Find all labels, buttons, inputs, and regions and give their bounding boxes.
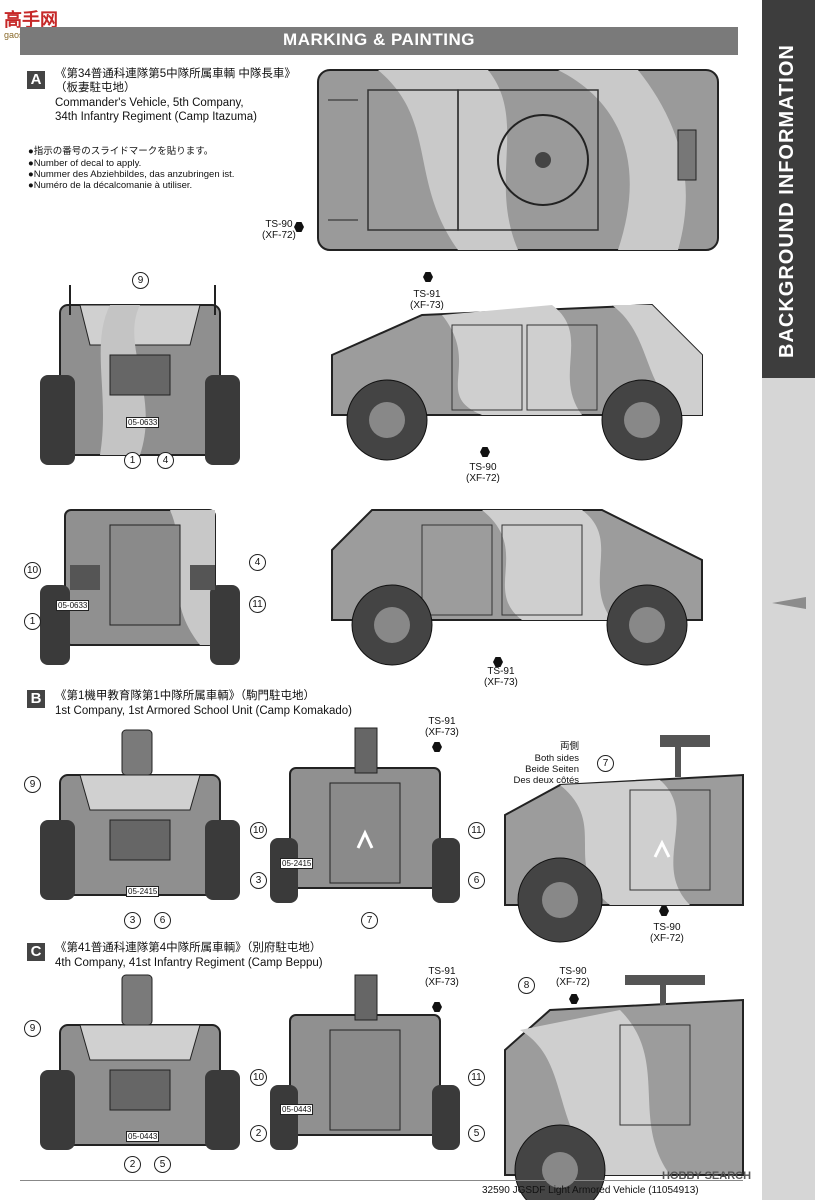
decal-number: 7 bbox=[361, 912, 378, 929]
both-sides-en: Both sides bbox=[534, 753, 579, 764]
color-callout-a4: TS-91(XF-73) bbox=[484, 666, 518, 688]
decal-number: 11 bbox=[468, 1069, 485, 1086]
decal-number: 2 bbox=[250, 1125, 267, 1142]
decal-number: 10 bbox=[24, 562, 41, 579]
sidebar-title: BACKGROUND INFORMATION bbox=[776, 44, 798, 358]
vehicle-c-side-view bbox=[504, 975, 744, 1200]
vehicle-b-rear-view bbox=[270, 727, 460, 903]
section-c-jp-title: 《第41普通科連隊第4中隊所属車輌》（別府駐屯地） bbox=[55, 942, 322, 954]
color-callout-c1: TS-91(XF-73) bbox=[425, 966, 459, 988]
note-fr: ●Numéro de la décalcomanie à utiliser. bbox=[28, 180, 193, 191]
vehicle-a-side-view-right bbox=[331, 509, 703, 666]
decal-number: 6 bbox=[154, 912, 171, 929]
paint-marker-icon bbox=[432, 742, 442, 752]
color-callout-a1: TS-90(XF-72) bbox=[262, 219, 296, 241]
decal-number: 4 bbox=[157, 452, 174, 469]
decal-number: 3 bbox=[124, 912, 141, 929]
decal-number: 1 bbox=[24, 613, 41, 630]
section-b-jp-title: 《第1機甲教育隊第1中隊所属車輌》（駒門駐屯地） bbox=[55, 690, 316, 702]
section-b-badge: B bbox=[27, 690, 45, 708]
license-plate: 05-0633 bbox=[56, 600, 90, 611]
color-callout-b1: TS-91(XF-73) bbox=[425, 716, 459, 738]
page-title: MARKING & PAINTING bbox=[283, 30, 475, 49]
license-plate: 05-2415 bbox=[126, 886, 160, 897]
paint-marker-icon bbox=[432, 1002, 442, 1012]
decal-number: 1 bbox=[124, 452, 141, 469]
sidebar-title-block bbox=[762, 0, 815, 378]
decal-number: 11 bbox=[249, 596, 266, 613]
section-a-jp-title: 《第34普通科連隊第5中隊所属車輌 中隊長車》 bbox=[55, 68, 296, 80]
both-sides-jp: 両側 bbox=[559, 741, 579, 752]
decal-number: 9 bbox=[132, 272, 149, 289]
paint-marker-icon bbox=[493, 657, 503, 667]
note-en: ●Number of decal to apply. bbox=[28, 158, 142, 169]
both-sides-fr: Des deux côtés bbox=[513, 775, 579, 786]
section-a-jp-sub: （板妻駐屯地） bbox=[55, 82, 136, 94]
page-tab-marker bbox=[772, 597, 806, 609]
paint-marker-icon bbox=[423, 272, 433, 282]
decal-number: 9 bbox=[24, 1020, 41, 1037]
decal-number: 9 bbox=[24, 776, 41, 793]
decal-number: 3 bbox=[250, 872, 267, 889]
color-callout-b2: TS-90(XF-72) bbox=[650, 922, 684, 944]
vehicle-b-front-view bbox=[40, 729, 240, 900]
color-callout-a2: TS-91(XF-73) bbox=[410, 289, 444, 311]
license-plate: 05-2415 bbox=[280, 858, 314, 869]
decal-number: 10 bbox=[250, 822, 267, 839]
license-plate: 05-0633 bbox=[126, 417, 160, 428]
decal-number: 5 bbox=[154, 1156, 171, 1173]
license-plate: 05-0443 bbox=[126, 1131, 160, 1142]
section-header: MARKING & PAINTING bbox=[20, 27, 738, 55]
decal-number: 10 bbox=[250, 1069, 267, 1086]
decal-number: 8 bbox=[518, 977, 535, 994]
decal-number: 6 bbox=[468, 872, 485, 889]
decal-number: 4 bbox=[249, 554, 266, 571]
vehicle-a-front-view bbox=[40, 285, 240, 465]
paint-marker-icon bbox=[659, 906, 669, 916]
license-plate: 05-0443 bbox=[280, 1104, 314, 1115]
vehicle-c-rear-view bbox=[270, 974, 460, 1150]
vehicle-a-top-view bbox=[317, 69, 719, 251]
paint-marker-icon bbox=[480, 447, 490, 457]
section-b-en-title: 1st Company, 1st Armored School Unit (Ca… bbox=[55, 705, 352, 717]
section-a-en-title2: 34th Infantry Regiment (Camp Itazuma) bbox=[55, 111, 257, 123]
decal-number: 7 bbox=[597, 755, 614, 772]
color-callout-c2: TS-90(XF-72) bbox=[556, 966, 590, 988]
color-callout-a3: TS-90(XF-72) bbox=[466, 462, 500, 484]
decal-number: 5 bbox=[468, 1125, 485, 1142]
footer-brand-watermark: HOBBY SEARCH bbox=[662, 1170, 752, 1182]
note-jp: ●指示の番号のスライドマークを貼ります。 bbox=[28, 146, 214, 157]
footer-caption: 32590 JGSDF Light Armored Vehicle (11054… bbox=[482, 1185, 699, 1196]
decal-number: 2 bbox=[124, 1156, 141, 1173]
section-c-badge: C bbox=[27, 943, 45, 961]
section-a-en-title: Commander's Vehicle, 5th Company, bbox=[55, 97, 244, 109]
vehicle-a-rear-view bbox=[40, 509, 240, 665]
vehicle-a-side-view-left bbox=[331, 303, 703, 461]
decal-number: 11 bbox=[468, 822, 485, 839]
both-sides-de: Beide Seiten bbox=[525, 764, 579, 775]
footer-rule bbox=[20, 1180, 743, 1181]
section-c-en-title: 4th Company, 41st Infantry Regiment (Cam… bbox=[55, 957, 323, 969]
paint-marker-icon bbox=[294, 222, 304, 232]
section-a-badge: A bbox=[27, 71, 45, 89]
note-de: ●Nummer des Abziehbildes, das anzubringe… bbox=[28, 169, 235, 180]
vehicle-c-front-view bbox=[40, 974, 240, 1150]
paint-marker-icon bbox=[569, 994, 579, 1004]
vehicle-b-side-view bbox=[504, 735, 744, 943]
